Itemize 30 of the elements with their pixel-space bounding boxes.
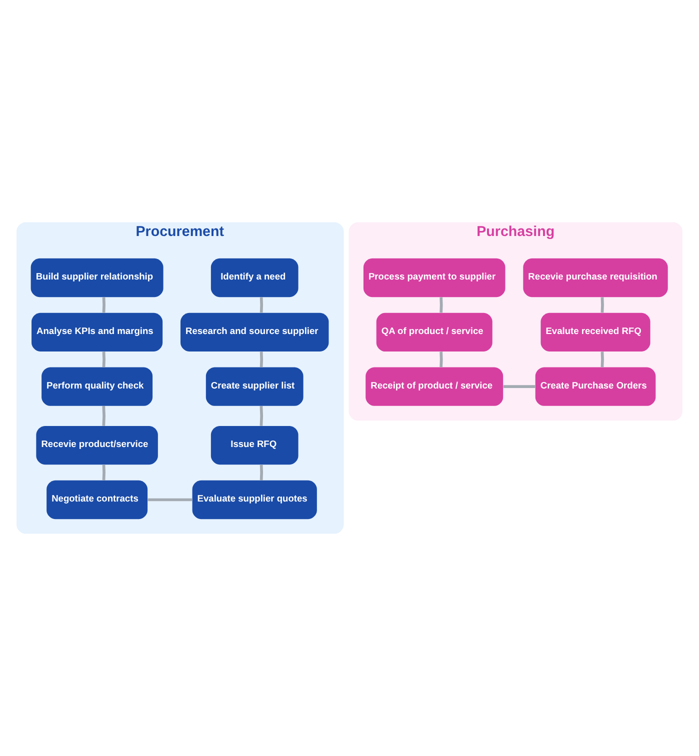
connector xyxy=(503,385,536,388)
node-box: Process payment to supplier xyxy=(363,258,506,298)
connector xyxy=(600,352,604,368)
connector xyxy=(260,352,264,368)
connector xyxy=(260,464,264,480)
connector xyxy=(260,297,264,313)
node-box: Recevie purchase requisition xyxy=(523,258,668,298)
connector xyxy=(102,352,106,368)
node-box: Negotiate contracts xyxy=(46,480,148,520)
node-box: Create supplier list xyxy=(206,367,304,406)
node-box: Issue RFQ xyxy=(210,426,298,465)
connector xyxy=(102,464,106,480)
node-box: QA of product / service xyxy=(376,312,492,352)
node-box: Create Purchase Orders xyxy=(535,367,656,406)
connector xyxy=(440,352,443,368)
node-box: Research and source supplier xyxy=(180,312,329,352)
node-box: Recevie product/service xyxy=(36,426,158,465)
node-box: Evaluate supplier quotes xyxy=(192,480,317,520)
connector xyxy=(260,406,264,426)
node-box: Receipt of product / service xyxy=(366,367,504,406)
connector xyxy=(440,297,443,313)
node-box: Analyse KPIs and margins xyxy=(32,312,163,352)
node-box: Build supplier relationship xyxy=(30,258,164,298)
connector xyxy=(102,297,106,313)
connector xyxy=(148,498,192,502)
connector xyxy=(600,297,604,313)
connector xyxy=(102,406,106,426)
node-box: Evalute received RFQ xyxy=(540,312,650,352)
node-box: Perform quality check xyxy=(42,367,153,406)
node-box: Identify a need xyxy=(210,258,298,298)
